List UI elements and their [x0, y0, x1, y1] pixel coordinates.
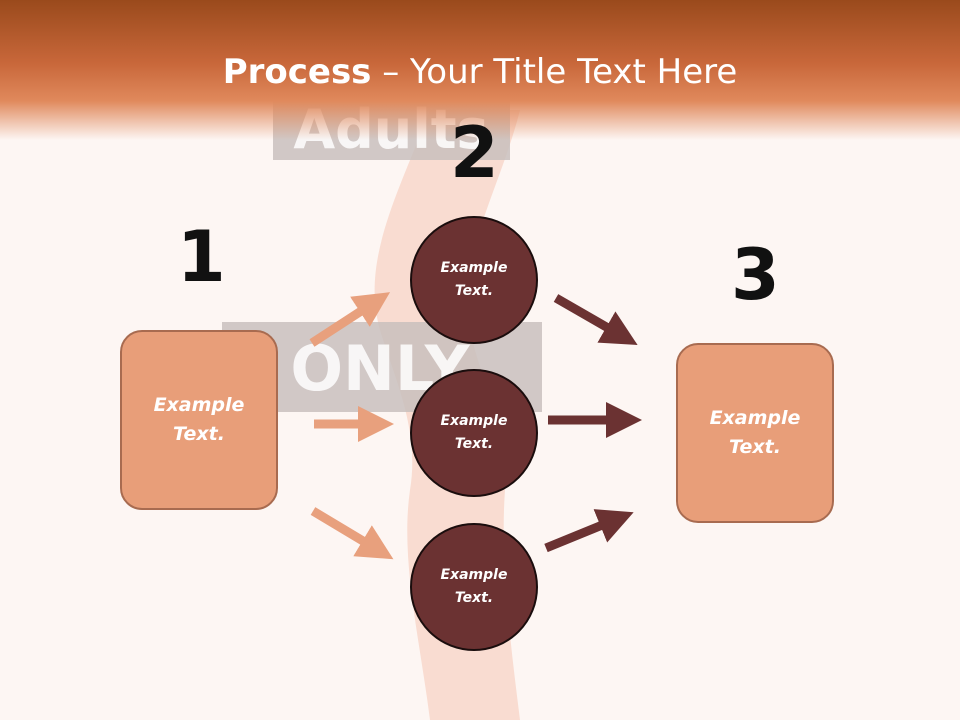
arrow-bottom-to-3: [544, 509, 634, 553]
title-banner: [0, 0, 960, 140]
step-3-number: 3: [731, 234, 780, 316]
arrow-1-to-bottom: [310, 507, 394, 560]
step-3-text: Example Text.: [709, 407, 801, 458]
step-2-circle-top: Example Text.: [410, 216, 538, 344]
slide-title: Process – Your Title Text Here: [0, 52, 960, 92]
step-2-circle-bottom-text: Example Text.: [440, 567, 508, 606]
step-1-number: 1: [177, 216, 226, 298]
arrow-1-to-top: [309, 292, 391, 347]
title-bold: Process: [222, 52, 372, 92]
step-2-circle-bottom: Example Text.: [410, 523, 538, 651]
step-2-circle-middle: Example Text.: [410, 369, 538, 497]
step-3-box: Example Text.: [676, 343, 834, 523]
arrow-top-to-3: [553, 294, 638, 345]
step-2-circle-middle-text: Example Text.: [440, 413, 508, 452]
step-1-box: Example Text.: [120, 330, 278, 510]
step-2-circle-top-text: Example Text.: [440, 260, 508, 299]
title-rest: – Your Title Text Here: [371, 52, 738, 92]
step-2-number: 2: [450, 112, 499, 194]
step-1-text: Example Text.: [153, 394, 245, 445]
